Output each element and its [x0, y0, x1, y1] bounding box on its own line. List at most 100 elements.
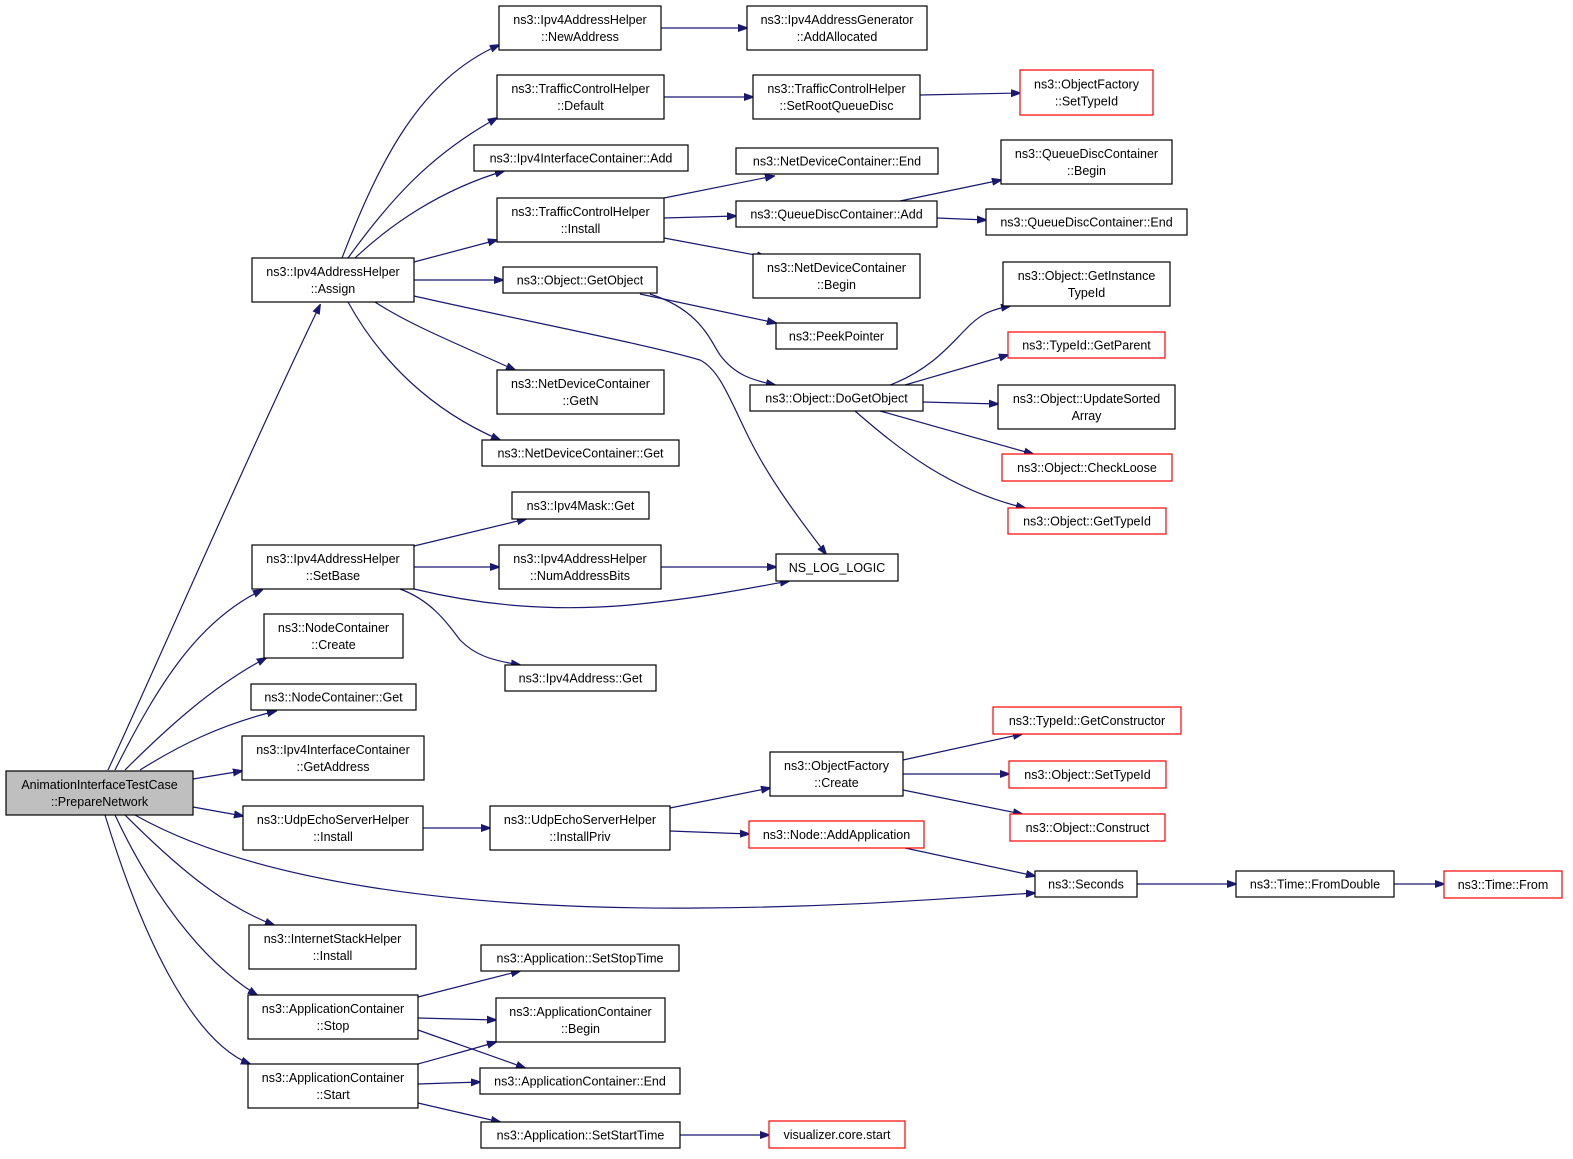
- node-tchdefault[interactable]: ns3::TrafficControlHelper::Default: [496, 74, 665, 120]
- edge-line: [669, 788, 770, 809]
- node-getctor[interactable]: ns3::TypeId::GetConstructor: [992, 706, 1182, 735]
- node-label-line-1: ns3::Ipv4AddressHelper: [266, 552, 399, 566]
- node-of-create[interactable]: ns3::ObjectFactory::Create: [769, 751, 904, 797]
- node-label-line-1: ns3::Ipv4AddressHelper: [513, 13, 646, 27]
- edge-root-getaddr: [192, 771, 242, 780]
- edge-line: [669, 831, 749, 834]
- node-label-line-2: ::Create: [311, 638, 356, 652]
- edge-line: [904, 847, 1035, 876]
- node-obj-settype[interactable]: ns3::Object::SetTypeId: [1008, 760, 1167, 789]
- node-box: [768, 1120, 906, 1149]
- edge-assign-ndcgetn: [374, 301, 515, 370]
- node-label-line-1: visualizer.core.start: [784, 1128, 892, 1142]
- node-mask-get[interactable]: ns3::Ipv4Mask::Get: [511, 491, 650, 520]
- node-ac-end[interactable]: ns3::ApplicationContainer::End: [479, 1067, 681, 1095]
- node-box: [251, 544, 415, 590]
- node-vis[interactable]: visualizer.core.start: [768, 1120, 906, 1149]
- edge-dogetobject-getparent: [904, 355, 1008, 386]
- node-setroot[interactable]: ns3::TrafficControlHelper::SetRootQueueD…: [752, 74, 921, 120]
- edge-line: [134, 814, 1035, 909]
- node-addalloc[interactable]: ns3::Ipv4AddressGenerator::AddAllocated: [746, 5, 928, 51]
- node-label-line-1: ns3::NetDeviceContainer::Get: [497, 447, 664, 461]
- node-label-line-1: ns3::QueueDiscContainer: [1015, 147, 1158, 161]
- node-checkloose[interactable]: ns3::Object::CheckLoose: [1001, 453, 1173, 482]
- node-ac-start[interactable]: ns3::ApplicationContainer::Start: [247, 1063, 419, 1109]
- node-setstart[interactable]: ns3::Application::SetStartTime: [480, 1121, 681, 1149]
- edge-root-setbase: [114, 590, 262, 771]
- node-ac-stop[interactable]: ns3::ApplicationContainer::Stop: [247, 994, 419, 1040]
- node-box: [247, 994, 419, 1040]
- node-root[interactable]: AnimationInterfaceTestCase::PrepareNetwo…: [5, 770, 194, 816]
- edge-assign-tchinstall: [413, 240, 497, 263]
- node-label-line-2: ::SetRootQueueDisc: [780, 99, 894, 113]
- edge-acstop-setstop: [417, 971, 520, 998]
- edge-tchinstall-ndcend: [663, 176, 774, 199]
- node-ac-begin[interactable]: ns3::ApplicationContainer::Begin: [495, 997, 666, 1043]
- node-dogetobject[interactable]: ns3::Object::DoGetObject: [749, 384, 924, 412]
- node-ndc-get[interactable]: ns3::NetDeviceContainer::Get: [481, 439, 680, 467]
- edge-assign-tchdefault: [347, 118, 497, 259]
- node-getobject[interactable]: ns3::Object::GetObject: [502, 266, 658, 294]
- edge-assign-newaddr: [341, 45, 499, 259]
- node-nc-get[interactable]: ns3::NodeContainer::Get: [250, 683, 417, 711]
- node-label-line-1: NS_LOG_LOGIC: [789, 561, 886, 575]
- node-label-line-2: ::InstallPriv: [549, 830, 611, 844]
- edge-root-nccreate: [124, 658, 266, 771]
- node-ish-install[interactable]: ns3::InternetStackHelper::Install: [248, 924, 417, 970]
- node-peek[interactable]: ns3::PeekPointer: [775, 322, 898, 350]
- node-qdc-begin[interactable]: ns3::QueueDiscContainer::Begin: [1000, 139, 1173, 185]
- node-udp-priv[interactable]: ns3::UdpEchoServerHelper::InstallPriv: [489, 805, 671, 851]
- node-addr-get[interactable]: ns3::Ipv4Address::Get: [504, 664, 657, 692]
- node-numaddr[interactable]: ns3::Ipv4AddressHelper::NumAddressBits: [498, 544, 662, 590]
- node-label-line-1: ns3::UdpEchoServerHelper: [257, 813, 409, 827]
- node-getparent[interactable]: ns3::TypeId::GetParent: [1007, 331, 1166, 359]
- edge-assign-nslog: [413, 295, 826, 554]
- node-gettypeid[interactable]: ns3::Object::GetTypeId: [1007, 507, 1167, 535]
- node-ndc-begin[interactable]: ns3::NetDeviceContainer::Begin: [752, 253, 921, 299]
- node-label-line-1: ns3::NetDeviceContainer: [511, 377, 650, 391]
- node-box: [502, 266, 658, 294]
- node-nc-create[interactable]: ns3::NodeContainer::Create: [263, 613, 404, 659]
- node-box: [1007, 331, 1166, 359]
- node-box: [1235, 870, 1395, 898]
- node-label-line-2: ::Assign: [311, 282, 356, 296]
- node-label-line-1: ns3::NetDeviceContainer::End: [753, 155, 921, 169]
- node-seconds[interactable]: ns3::Seconds: [1034, 870, 1138, 898]
- node-ofsettype[interactable]: ns3::ObjectFactory::SetTypeId: [1019, 69, 1154, 116]
- node-qdc-add[interactable]: ns3::QueueDiscContainer::Add: [735, 200, 938, 228]
- node-ndc-end[interactable]: ns3::NetDeviceContainer::End: [735, 147, 939, 175]
- node-box: [263, 613, 404, 659]
- node-construct[interactable]: ns3::Object::Construct: [1009, 813, 1166, 842]
- node-tch-install[interactable]: ns3::TrafficControlHelper::Install: [496, 197, 665, 243]
- node-box: [479, 1067, 681, 1095]
- node-box: [1034, 870, 1138, 898]
- node-udp-install[interactable]: ns3::UdpEchoServerHelper::Install: [242, 805, 424, 851]
- node-assign[interactable]: ns3::Ipv4AddressHelper::Assign: [251, 257, 415, 303]
- node-setstop[interactable]: ns3::Application::SetStopTime: [480, 944, 680, 972]
- node-ndc-getn[interactable]: ns3::NetDeviceContainer::GetN: [496, 369, 665, 415]
- node-nslog[interactable]: NS_LOG_LOGIC: [775, 553, 899, 582]
- node-box: [1443, 870, 1563, 899]
- node-newaddr[interactable]: ns3::Ipv4AddressHelper::NewAddress: [498, 5, 662, 51]
- node-addapp[interactable]: ns3::Node::AddApplication: [748, 820, 925, 849]
- node-box: [250, 683, 417, 711]
- node-from[interactable]: ns3::Time::From: [1443, 870, 1563, 899]
- edge-acstart-setstart: [417, 1102, 500, 1122]
- node-ific-add[interactable]: ns3::Ipv4InterfaceContainer::Add: [473, 144, 689, 172]
- node-label-line-2: ::Install: [561, 222, 601, 236]
- node-box: [496, 74, 665, 120]
- edge-line: [936, 218, 986, 220]
- node-box: [985, 208, 1188, 236]
- node-ific-getaddr[interactable]: ns3::Ipv4InterfaceContainer::GetAddress: [241, 735, 425, 781]
- edge-dogetobject-getinst: [889, 306, 1010, 386]
- node-box: [775, 322, 898, 350]
- node-label-line-1: ns3::Object::CheckLoose: [1017, 461, 1157, 475]
- edge-assign-ificadd: [354, 171, 504, 259]
- node-setbase[interactable]: ns3::Ipv4AddressHelper::SetBase: [251, 544, 415, 590]
- node-qdc-end[interactable]: ns3::QueueDiscContainer::End: [985, 208, 1188, 236]
- node-label-line-2: ::NumAddressBits: [530, 569, 630, 583]
- node-fromdouble[interactable]: ns3::Time::FromDouble: [1235, 870, 1395, 898]
- node-box: [735, 147, 939, 175]
